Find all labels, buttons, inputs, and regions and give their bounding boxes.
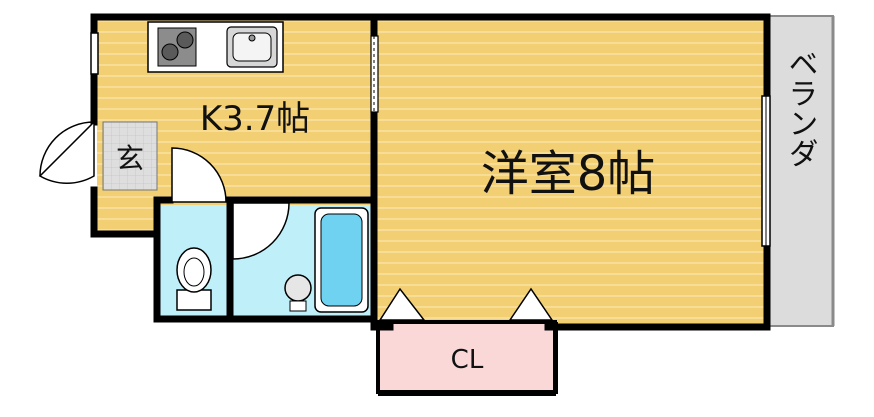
closet-walls xyxy=(376,322,558,396)
sink-icon xyxy=(226,26,278,68)
window-left xyxy=(90,32,99,75)
bath-door-swing xyxy=(232,202,290,260)
entrance-door-swing xyxy=(38,120,95,184)
western-room-label: 洋室8帖 xyxy=(481,146,656,202)
entrance-area xyxy=(102,121,158,191)
bathtub-icon xyxy=(314,207,369,313)
stove-icon xyxy=(157,27,197,67)
walls xyxy=(90,13,771,331)
closet-door-left xyxy=(378,287,426,321)
western-room-floor xyxy=(377,20,764,326)
closet-door-right xyxy=(508,287,554,321)
veranda-area xyxy=(764,15,834,327)
kitchen-label: K3.7帖 xyxy=(200,99,310,139)
toilet-icon xyxy=(176,247,212,311)
toilet-door-swing xyxy=(171,147,227,203)
washbasin-icon xyxy=(284,274,312,312)
closet-label: CL xyxy=(451,345,484,375)
entrance-label: 玄 xyxy=(116,142,144,175)
veranda-label: ベランダ xyxy=(783,48,818,168)
